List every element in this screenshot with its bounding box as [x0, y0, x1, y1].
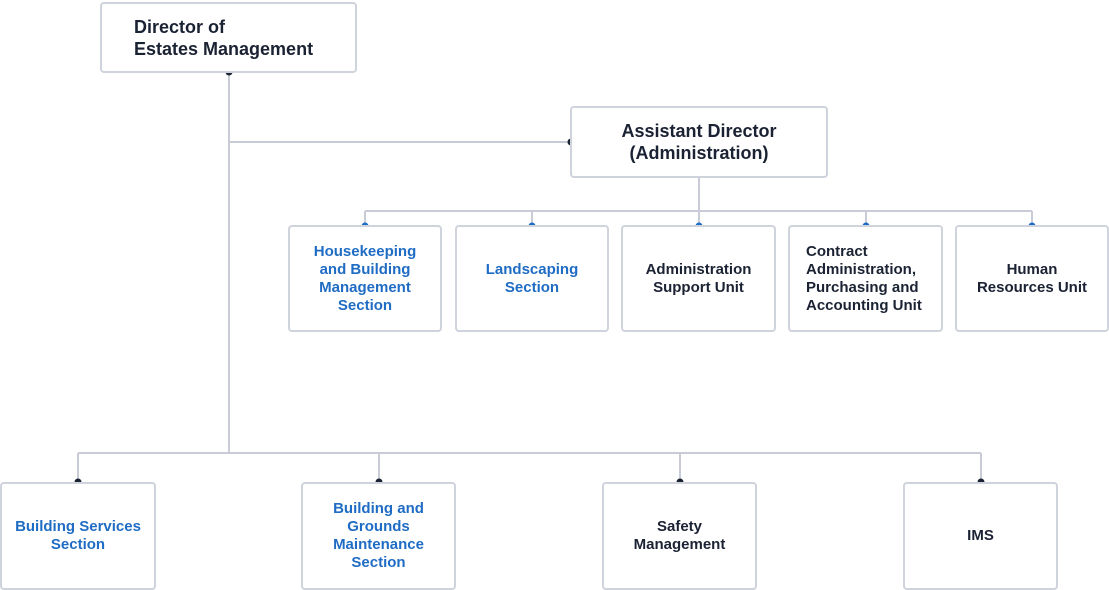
director-box: Director of Estates Management: [100, 2, 357, 73]
building-services-section-box[interactable]: Building Services Section: [0, 482, 156, 590]
human-resources-unit-box: Human Resources Unit: [955, 225, 1109, 332]
administration-support-unit-box: Administration Support Unit: [621, 225, 776, 332]
assistant-director-box: Assistant Director (Administration): [570, 106, 828, 178]
building-grounds-maintenance-section-box[interactable]: Building and Grounds Maintenance Section: [301, 482, 456, 590]
ims-box: IMS: [903, 482, 1058, 590]
safety-management-box: Safety Management: [602, 482, 757, 590]
housekeeping-building-management-section-box[interactable]: Housekeeping and Building Management Sec…: [288, 225, 442, 332]
landscaping-section-box[interactable]: Landscaping Section: [455, 225, 609, 332]
contract-administration-unit-box: Contract Administration, Purchasing and …: [788, 225, 943, 332]
